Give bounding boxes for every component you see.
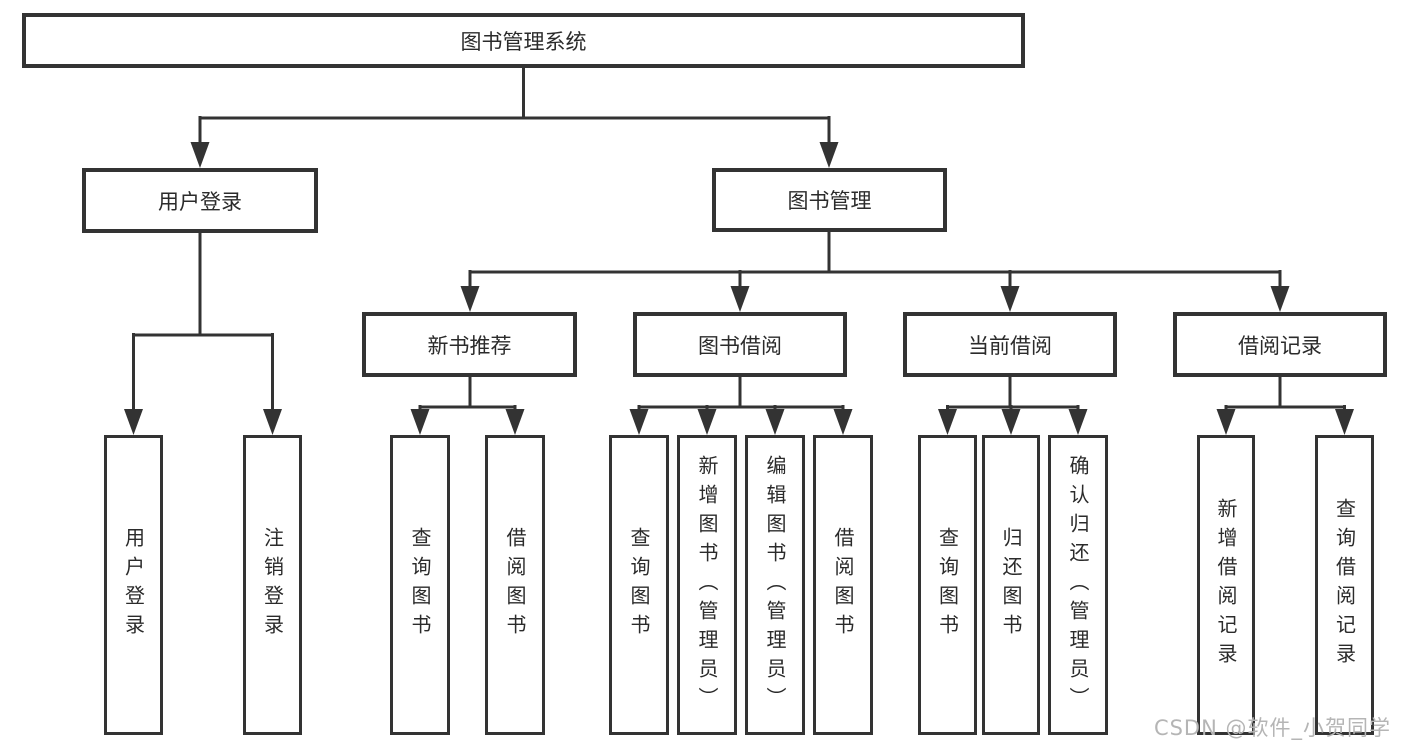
arrowhead bbox=[190, 142, 210, 168]
leaf-label: 新增借阅记录 bbox=[1214, 498, 1238, 672]
leaf-query-borrow-record: 查询借阅记录 bbox=[1315, 435, 1374, 735]
connector-bookborrow-to-leaves bbox=[629, 377, 853, 435]
leaf-label: 编辑图书（管理员） bbox=[763, 454, 787, 716]
leaf-user-login: 用户登录 bbox=[104, 435, 163, 735]
node-new-book-recommend: 新书推荐 bbox=[362, 312, 577, 377]
arrowhead bbox=[505, 409, 525, 435]
node-label: 新书推荐 bbox=[427, 333, 512, 358]
leaf-return-books: 归还图书 bbox=[982, 435, 1040, 735]
connector-bookmgmt-to-level3 bbox=[460, 232, 1290, 312]
node-label: 图书借阅 bbox=[698, 333, 782, 358]
arrowhead bbox=[1270, 286, 1290, 312]
arrowhead bbox=[1000, 286, 1020, 312]
arrowhead bbox=[629, 409, 649, 435]
node-label: 用户登录 bbox=[158, 189, 242, 214]
leaf-label: 用户登录 bbox=[121, 527, 146, 643]
arrowhead bbox=[730, 286, 750, 312]
arrowhead bbox=[263, 409, 282, 435]
arrowhead bbox=[460, 286, 480, 312]
node-book-management: 图书管理 bbox=[712, 168, 947, 232]
node-user-login-branch: 用户登录 bbox=[82, 168, 318, 233]
leaf-label: 注销登录 bbox=[260, 527, 285, 643]
node-borrow-records: 借阅记录 bbox=[1173, 312, 1387, 377]
arrowhead bbox=[697, 409, 717, 435]
node-root-label: 图书管理系统 bbox=[460, 29, 587, 54]
csdn-watermark: CSDN @软件_小贺同学 bbox=[1153, 716, 1391, 740]
leaf-label: 查询借阅记录 bbox=[1332, 498, 1357, 672]
connector-userlogin-to-leaves bbox=[124, 233, 282, 435]
leaf-label: 借阅图书 bbox=[831, 527, 855, 643]
arrowhead bbox=[410, 409, 430, 435]
arrowhead bbox=[1335, 409, 1354, 435]
node-label: 图书管理 bbox=[787, 189, 872, 213]
leaf-confirm-return-admin: 确认归还（管理员） bbox=[1048, 435, 1108, 735]
leaf-label: 归还图书 bbox=[999, 527, 1023, 643]
leaf-query-books-recommend: 查询图书 bbox=[390, 435, 450, 735]
leaf-query-books-current: 查询图书 bbox=[918, 435, 977, 735]
arrowhead bbox=[1001, 409, 1021, 435]
node-book-borrow: 图书借阅 bbox=[633, 312, 847, 377]
node-label: 借阅记录 bbox=[1238, 333, 1322, 358]
leaf-edit-books-admin: 编辑图书（管理员） bbox=[745, 435, 805, 735]
connector-currentborrow-to-leaves bbox=[938, 377, 1088, 435]
leaf-label: 确认归还（管理员） bbox=[1066, 454, 1090, 716]
arrowhead bbox=[833, 409, 853, 435]
leaf-label: 查询图书 bbox=[627, 527, 651, 643]
leaf-borrow-books-recommend: 借阅图书 bbox=[485, 435, 545, 735]
leaf-logout: 注销登录 bbox=[243, 435, 302, 735]
leaf-query-books-borrow: 查询图书 bbox=[609, 435, 669, 735]
leaf-add-borrow-record: 新增借阅记录 bbox=[1197, 435, 1255, 735]
leaf-add-books-admin: 新增图书（管理员） bbox=[677, 435, 737, 735]
node-current-borrow: 当前借阅 bbox=[903, 312, 1117, 377]
leaf-label: 查询图书 bbox=[408, 527, 432, 643]
arrowhead bbox=[1068, 409, 1088, 435]
leaf-label: 借阅图书 bbox=[503, 527, 527, 643]
arrowhead bbox=[1216, 409, 1236, 435]
node-label: 当前借阅 bbox=[968, 333, 1052, 358]
node-root: 图书管理系统 bbox=[22, 13, 1025, 68]
leaf-borrow-books: 借阅图书 bbox=[813, 435, 873, 735]
leaf-label: 查询图书 bbox=[935, 527, 960, 643]
arrowhead bbox=[938, 409, 957, 435]
connector-root-to-level2 bbox=[190, 68, 839, 168]
arrowhead bbox=[819, 142, 839, 168]
connector-newbooks-to-leaves bbox=[410, 377, 525, 435]
connector-borrowrecords-to-leaves bbox=[1216, 377, 1354, 435]
leaf-label: 新增图书（管理员） bbox=[695, 454, 719, 716]
arrowhead bbox=[765, 409, 785, 435]
arrowhead bbox=[124, 409, 143, 435]
